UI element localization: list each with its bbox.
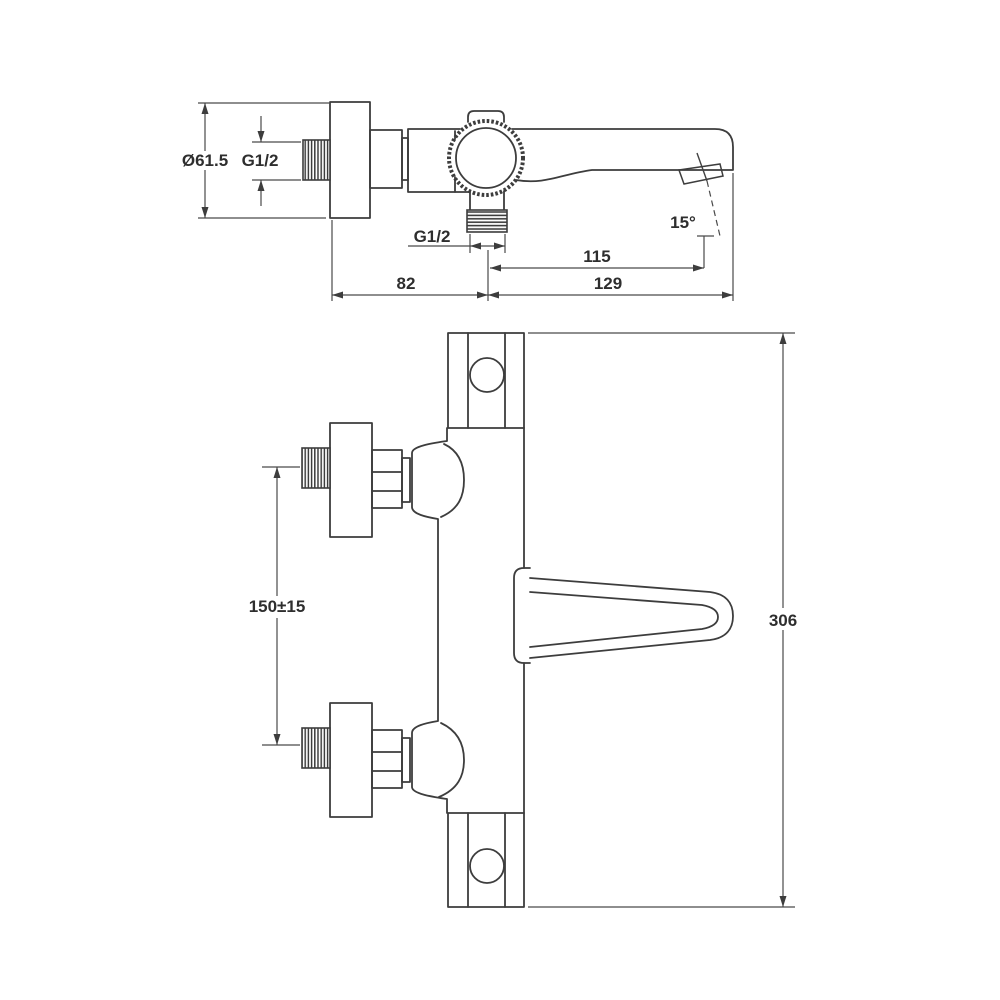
knob-inner-circle [455, 127, 517, 189]
top-view-dimensions: Ø61.5 G1/2 G1/2 15° [182, 102, 734, 301]
top-connection-nut [369, 129, 409, 189]
top-screw-hole [469, 357, 505, 393]
label-spout-reach: 115 [583, 247, 610, 266]
top-wall-thread [301, 447, 331, 489]
front-spout [513, 567, 734, 664]
dim-inlet-thread: G1/2 [242, 116, 301, 206]
dim-escutcheon-diameter: Ø61.5 [182, 102, 329, 219]
knob-top-tab [467, 110, 505, 123]
spout-inner-outline [529, 591, 719, 648]
top-union-nut [371, 449, 403, 509]
front-view-dimensions: 150±15 306 [249, 332, 797, 908]
top-wall-flange [329, 422, 373, 538]
top-spout-tip [677, 152, 724, 268]
label-spout-angle: 15° [670, 213, 696, 232]
top-wall-escutcheon [329, 101, 371, 219]
angle-reference-line [706, 180, 721, 237]
label-overall-height: 306 [769, 611, 797, 630]
bottom-union-nut [371, 729, 403, 789]
dim-overall-height: 306 [528, 332, 797, 908]
label-inlet-spacing: 150±15 [249, 597, 306, 616]
knob-knurled-ring [447, 119, 525, 197]
label-outlet-thread: G1/2 [414, 227, 451, 246]
front-view [301, 332, 734, 908]
outlet-thread [466, 209, 508, 233]
top-inlet-thread [302, 139, 331, 181]
top-control-knob [447, 110, 525, 197]
front-top-bracket [447, 332, 525, 429]
bottom-inlet-boss-dome [438, 722, 465, 798]
front-bottom-inlet [301, 702, 411, 818]
label-inlet-thread: G1/2 [242, 151, 279, 170]
spout-root-flange [513, 567, 531, 664]
aerator-face [677, 163, 724, 185]
label-outlet-to-body-end: 129 [594, 274, 622, 293]
dim-inlet-spacing: 150±15 [249, 466, 306, 746]
top-shower-outlet [466, 190, 508, 233]
front-body [411, 427, 525, 814]
spout-outer-outline [529, 577, 734, 659]
dim-depth-chain: 82 129 [332, 274, 733, 299]
bottom-wall-flange [329, 702, 373, 818]
front-top-inlet [301, 422, 411, 538]
top-inlet-boss-dome [440, 443, 465, 518]
label-wall-to-outlet: 82 [397, 274, 416, 293]
bottom-screw-hole [469, 848, 505, 884]
dim-spout-reach: 115 [490, 247, 704, 272]
bottom-wall-thread [301, 727, 331, 769]
label-escutcheon-diameter: Ø61.5 [182, 151, 228, 170]
top-view [302, 101, 734, 268]
dim-outlet-thread: G1/2 [408, 227, 506, 253]
front-bottom-bracket [447, 812, 525, 908]
